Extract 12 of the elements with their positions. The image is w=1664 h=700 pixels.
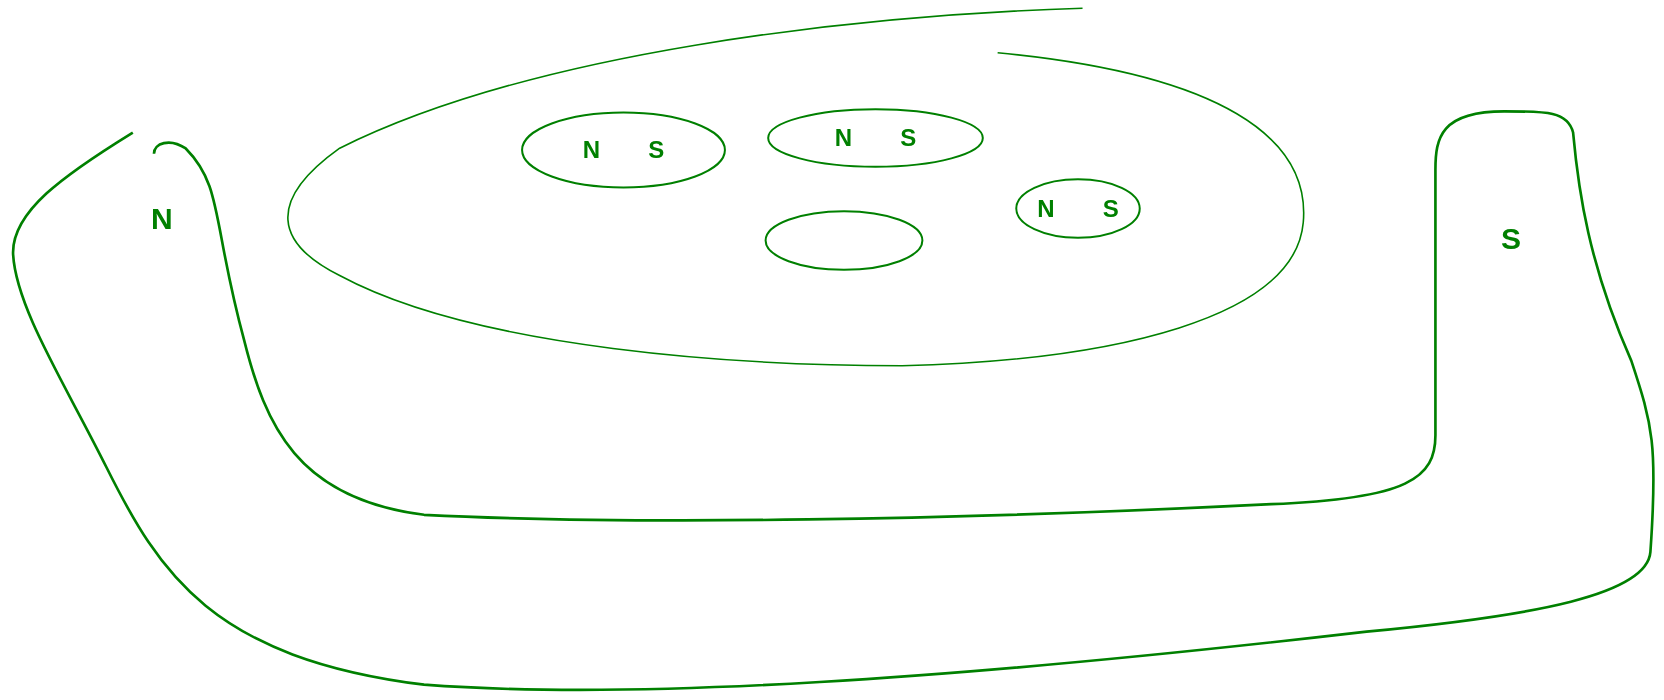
empty-loop bbox=[764, 210, 924, 271]
bar-magnet bbox=[520, 111, 727, 189]
pole-label: N bbox=[151, 201, 173, 237]
pole-label: N bbox=[582, 135, 601, 165]
bar-magnet bbox=[1015, 178, 1141, 239]
bar-magnet bbox=[766, 108, 985, 168]
pole-label: S bbox=[1102, 193, 1119, 224]
pole-label: S bbox=[648, 135, 665, 165]
pole-label: N bbox=[1037, 193, 1055, 224]
pole-label: S bbox=[1501, 221, 1521, 257]
pole-label: N bbox=[834, 123, 853, 153]
pole-label: S bbox=[900, 123, 917, 153]
